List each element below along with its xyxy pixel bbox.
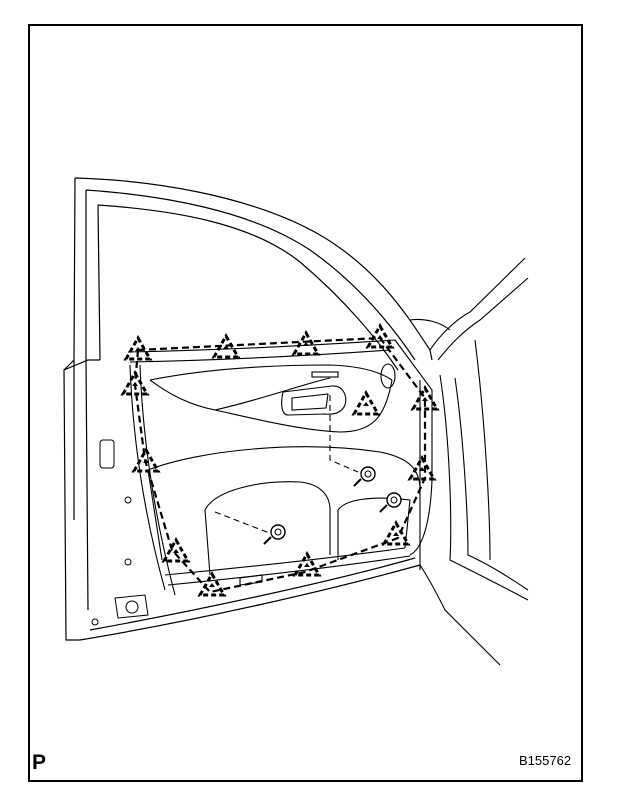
clip-icon — [293, 552, 321, 577]
screw-icon — [263, 524, 286, 545]
hinge-details — [91, 439, 149, 626]
clip-icon — [366, 324, 394, 349]
screw-icon — [379, 492, 402, 513]
screw-icon — [353, 466, 376, 487]
figure-code: B155762 — [519, 753, 572, 768]
clip-icon — [352, 391, 380, 416]
clip-icon — [292, 331, 320, 356]
trim-panel — [127, 339, 433, 596]
corner-mark: P — [32, 751, 47, 774]
screw-markers — [263, 466, 402, 545]
inner-handle — [281, 363, 396, 416]
clip-icon — [162, 538, 190, 563]
clip-icon — [198, 572, 226, 597]
leader-lines — [214, 395, 359, 535]
figure-frame — [28, 24, 583, 782]
car-body — [409, 257, 529, 666]
